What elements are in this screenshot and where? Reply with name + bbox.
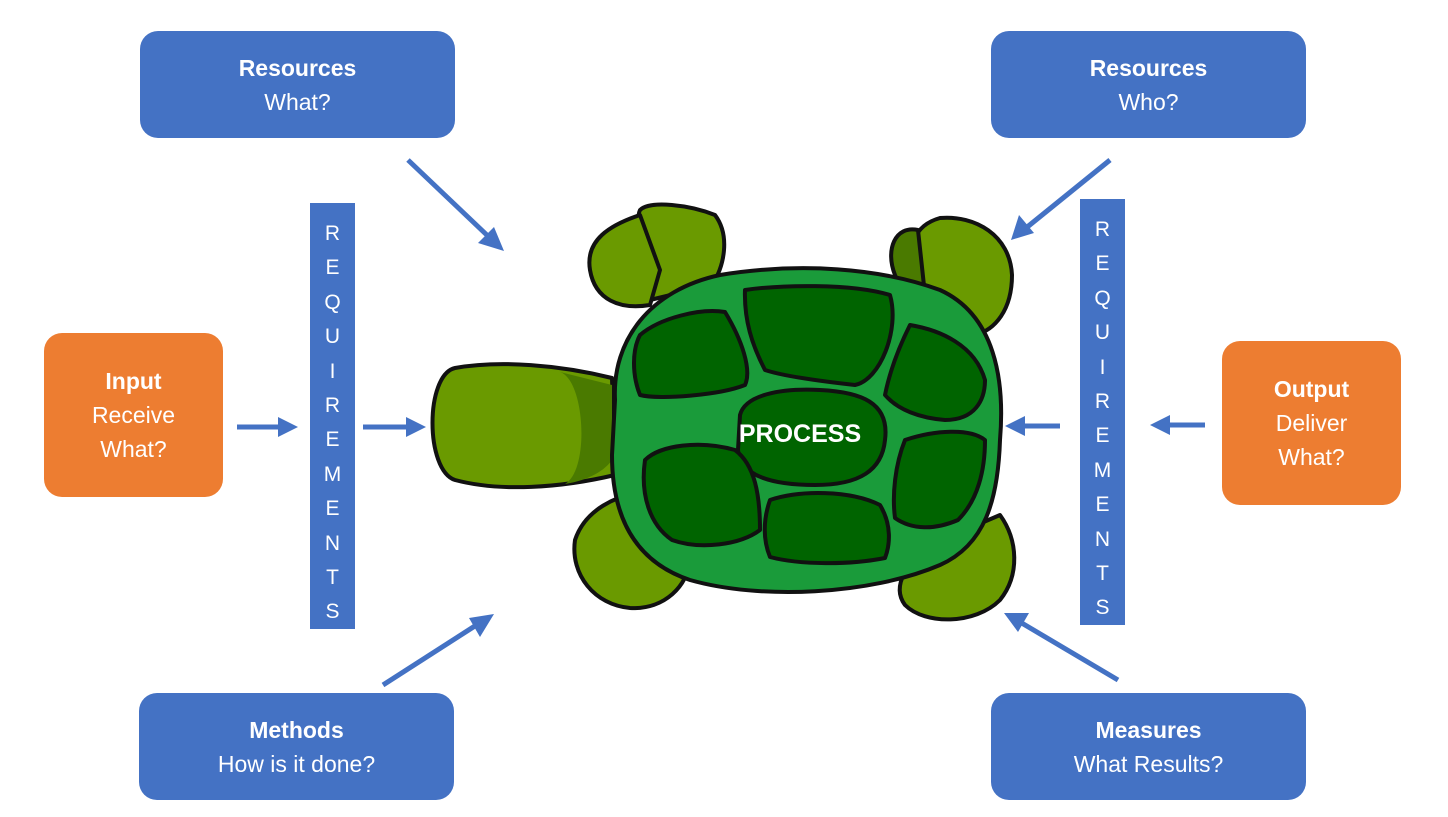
output-title: Output bbox=[1273, 376, 1350, 402]
requirements-letter: S bbox=[1095, 596, 1110, 620]
arrow-measures bbox=[1004, 613, 1120, 683]
arrow-output-to-requirements bbox=[1150, 415, 1205, 435]
requirements-letter: Q bbox=[1094, 286, 1111, 310]
shell-plate-bottom-right bbox=[891, 429, 987, 530]
requirements-letter: E bbox=[325, 497, 340, 521]
output-line2: What? bbox=[1278, 444, 1345, 470]
requirements-letter: T bbox=[1096, 561, 1109, 585]
arrow-requirements-to-process bbox=[363, 417, 426, 437]
output-box: Output Deliver What? bbox=[1222, 341, 1401, 505]
requirements-letter: M bbox=[323, 462, 342, 486]
requirements-letter: U bbox=[1094, 321, 1111, 345]
resources-what-subtitle: What? bbox=[264, 88, 331, 115]
arrow-resources-who bbox=[1011, 158, 1112, 240]
resources-who-title: Resources bbox=[1089, 54, 1208, 81]
measures-box: Measures What Results? bbox=[991, 693, 1306, 800]
input-line1: Receive bbox=[91, 402, 176, 428]
requirements-letter: E bbox=[1095, 252, 1110, 276]
arrow-methods bbox=[381, 614, 494, 688]
resources-who-subtitle: Who? bbox=[1118, 88, 1179, 115]
turtle-icon bbox=[430, 202, 1017, 622]
resources-what-title: Resources bbox=[238, 54, 357, 81]
resources-who-box: Resources Who? bbox=[991, 31, 1306, 138]
shell-plate-top-right bbox=[883, 323, 987, 422]
shell-plate-center bbox=[736, 387, 888, 487]
arrow-requirements-to-process-right bbox=[1005, 416, 1060, 436]
input-title: Input bbox=[105, 368, 162, 394]
requirements-letter: I bbox=[1099, 355, 1106, 379]
measures-title: Measures bbox=[1095, 716, 1202, 743]
requirements-letter: R bbox=[1094, 218, 1111, 241]
requirements-letter: U bbox=[324, 325, 341, 349]
output-line1: Deliver bbox=[1275, 410, 1348, 436]
requirements-letter: E bbox=[1095, 424, 1110, 448]
requirements-letter: Q bbox=[324, 290, 341, 314]
input-box: Input Receive What? bbox=[44, 333, 223, 497]
shell-plate-top bbox=[742, 284, 895, 387]
shell-plate-bottom bbox=[762, 491, 891, 566]
requirements-letter: T bbox=[326, 565, 339, 589]
measures-subtitle: What Results? bbox=[1073, 750, 1224, 777]
requirements-letter: I bbox=[329, 359, 336, 383]
shell-plate-top-left bbox=[632, 309, 750, 399]
methods-subtitle: How is it done? bbox=[217, 750, 376, 777]
requirements-letter: N bbox=[1094, 527, 1111, 551]
resources-what-box: Resources What? bbox=[140, 31, 455, 138]
requirements-letter: N bbox=[324, 531, 341, 555]
input-line2: What? bbox=[100, 436, 167, 462]
arrow-resources-what bbox=[406, 158, 504, 251]
methods-box: Methods How is it done? bbox=[139, 693, 454, 800]
requirements-letter: M bbox=[1093, 458, 1112, 482]
requirements-letter: E bbox=[325, 428, 340, 452]
requirements-letter: E bbox=[1095, 493, 1110, 517]
arrow-input-to-requirements bbox=[237, 417, 298, 437]
requirements-letter: E bbox=[325, 256, 340, 280]
requirements-letter: S bbox=[325, 600, 340, 624]
requirements-letter: R bbox=[1094, 389, 1111, 413]
arrows bbox=[237, 158, 1205, 688]
methods-title: Methods bbox=[249, 716, 344, 743]
turtle-head bbox=[430, 362, 617, 490]
requirements-letter: R bbox=[324, 393, 341, 417]
shell-plate-bottom-left bbox=[641, 442, 762, 548]
process-label: PROCESS bbox=[738, 420, 862, 448]
requirements-letter: R bbox=[324, 222, 341, 245]
